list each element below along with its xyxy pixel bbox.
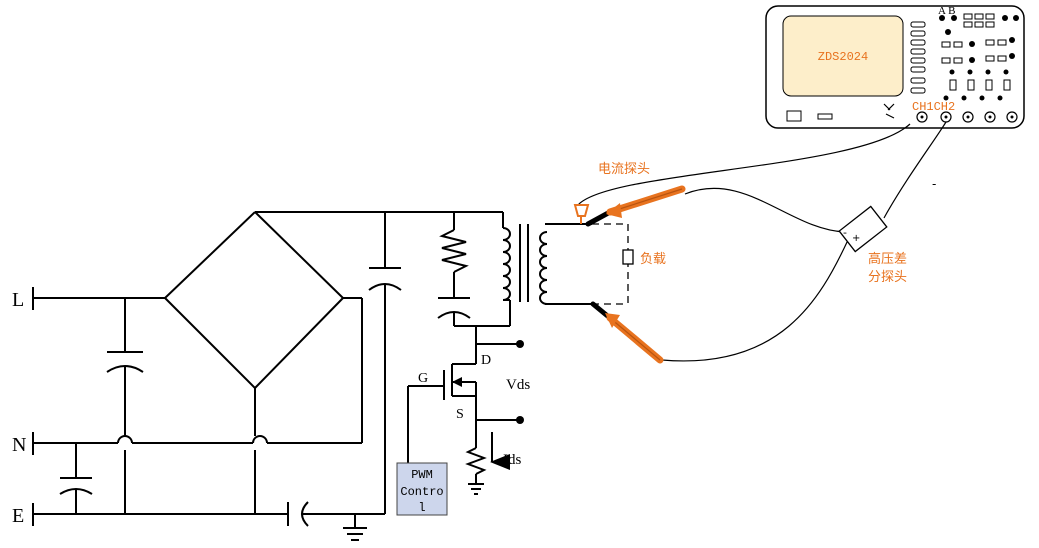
diff-probe-cable-top xyxy=(883,121,947,219)
snubber xyxy=(437,212,510,327)
diff-probe-minus: - xyxy=(843,226,847,239)
transformer-secondary xyxy=(539,223,592,305)
mosfet xyxy=(407,326,520,495)
y-capacitor xyxy=(59,443,93,514)
pwm-label-line1: PWM xyxy=(411,468,433,482)
y-capacitor-ground xyxy=(287,501,385,541)
differential-probe xyxy=(838,205,888,253)
gate-label: G xyxy=(418,371,428,386)
terminal-l xyxy=(32,287,165,310)
oscilloscope-model: ZDS2024 xyxy=(818,50,868,64)
diff-probe-label-line2: 分探头 xyxy=(868,270,907,285)
ids-label: Ids xyxy=(503,452,521,468)
source-test-point xyxy=(516,416,524,424)
load-resistor xyxy=(622,249,634,265)
current-probe-clamp xyxy=(573,204,590,224)
diff-probe-label-line1: 高压差 xyxy=(868,251,907,267)
bridge-rectifier xyxy=(164,211,363,514)
pwm-controller xyxy=(396,462,448,516)
x-capacitor xyxy=(106,298,144,514)
oscilloscope xyxy=(765,5,1025,129)
drain-test-point xyxy=(516,340,524,348)
current-probe-cable xyxy=(577,123,911,206)
oscilloscope-ab-label: A B xyxy=(938,5,955,17)
diff-probe-cable-left xyxy=(684,187,846,233)
source-label: S xyxy=(456,407,464,422)
terminal-e xyxy=(32,503,288,526)
transformer-primary xyxy=(502,212,511,326)
pwm-label-line2: Contro xyxy=(400,485,443,499)
terminal-n-label: N xyxy=(12,434,26,456)
drain-label: D xyxy=(481,353,491,368)
diff-probe-cable-bottom xyxy=(661,239,849,362)
current-probe-label: 电流探头 xyxy=(598,162,650,177)
terminal-e-label: E xyxy=(12,505,24,527)
oscilloscope-channels: CH1CH2 xyxy=(912,100,955,114)
bulk-capacitor xyxy=(368,212,402,514)
dash-mark: - xyxy=(932,177,936,191)
power-button xyxy=(786,110,802,122)
terminal-n xyxy=(32,432,362,455)
pwm-label-line3: l xyxy=(418,501,425,515)
oscilloscope-screen xyxy=(782,15,904,97)
probe-lead-bottom xyxy=(590,301,664,364)
vds-label: Vds xyxy=(506,377,530,393)
probe-lead-top xyxy=(585,185,686,227)
load-label: 负载 xyxy=(640,252,666,267)
terminal-l-label: L xyxy=(12,289,24,311)
diff-probe-plus: + xyxy=(852,233,860,244)
